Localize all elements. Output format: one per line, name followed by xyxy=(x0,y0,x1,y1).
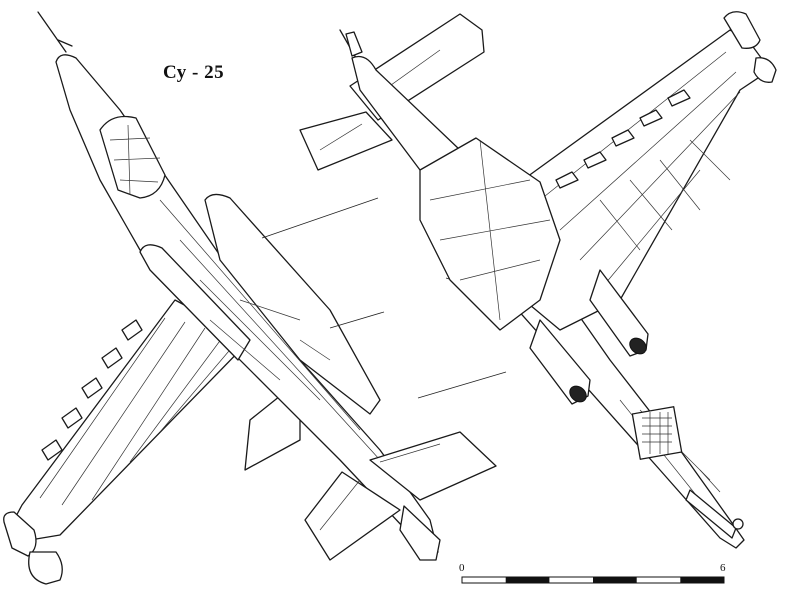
scale-start-label: 0 xyxy=(459,562,465,574)
top-view-horizontal-tail xyxy=(369,431,497,501)
top-view-canopy xyxy=(99,115,166,199)
bottom-view-avionics-panel xyxy=(631,406,683,460)
nose-probe xyxy=(37,11,67,53)
bottom-view-aircraft xyxy=(299,11,777,549)
scale-bar xyxy=(461,576,725,584)
top-view-engine-nacelle xyxy=(139,244,251,361)
top-view-aircraft xyxy=(3,11,497,585)
drawing-title: Су - 25 xyxy=(163,62,225,83)
scale-end-label: 6 xyxy=(720,562,726,574)
bottom-view-engine-bay xyxy=(419,137,561,331)
